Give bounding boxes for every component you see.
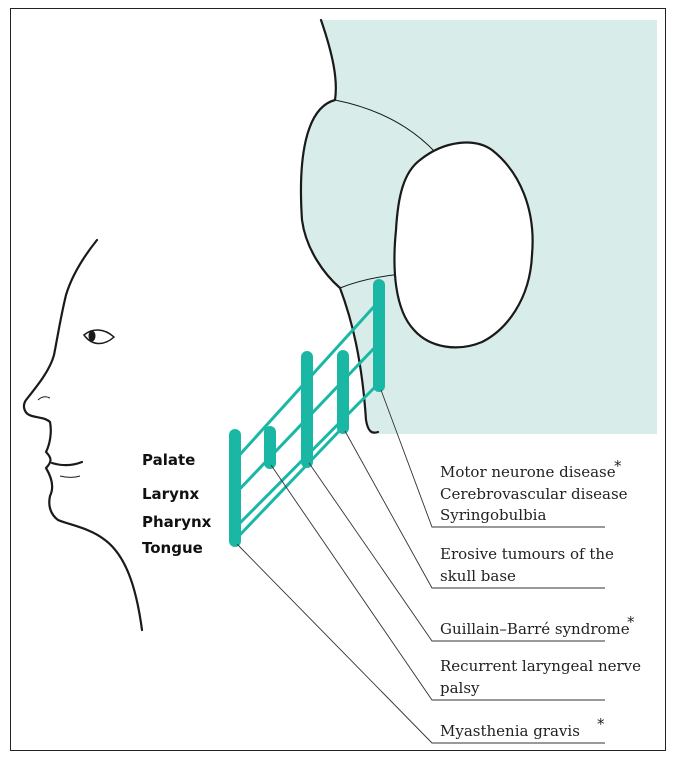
cause-syringobulbia: Syringobulbia (440, 506, 546, 524)
asterisk-motor-neurone: * (614, 457, 622, 475)
cause-recurrent-laryngeal-line1: Recurrent laryngeal nerve (440, 657, 641, 675)
cause-motor-neurone-disease: Motor neurone disease (440, 463, 616, 481)
cause-erosive-tumours-line1: Erosive tumours of the (440, 545, 614, 563)
label-palate: Palate (142, 451, 195, 469)
cause-motor-neurone-group: Motor neurone disease * Cerebrovascular … (440, 457, 628, 524)
cause-erosive-tumours-group: Erosive tumours of the skull base (440, 545, 614, 585)
leader-myasthenia (237, 544, 605, 743)
face-profile (24, 240, 142, 630)
asterisk-guillain-barre: * (627, 613, 635, 631)
eye-icon (84, 330, 114, 344)
lip-line (60, 476, 80, 478)
label-tongue: Tongue (142, 539, 203, 557)
cause-cerebrovascular-disease: Cerebrovascular disease (440, 485, 628, 503)
cause-recurrent-laryngeal-group: Recurrent laryngeal nerve palsy (440, 657, 641, 697)
cause-recurrent-laryngeal-line2: palsy (440, 679, 480, 697)
cause-guillain-barre: Guillain–Barré syndrome (440, 620, 630, 638)
mouth (52, 462, 82, 465)
nostril (38, 397, 50, 400)
cause-guillain-barre-group: Guillain–Barré syndrome * (440, 613, 635, 638)
label-larynx: Larynx (142, 485, 200, 503)
label-pharynx: Pharynx (142, 513, 212, 531)
cause-myasthenia-group: Myasthenia gravis * (440, 715, 605, 740)
cause-myasthenia-gravis: Myasthenia gravis (440, 722, 580, 740)
asterisk-myasthenia: * (597, 715, 605, 733)
cerebellum (394, 143, 532, 348)
leader-lines (237, 390, 605, 743)
cause-erosive-tumours-line2: skull base (440, 567, 516, 585)
